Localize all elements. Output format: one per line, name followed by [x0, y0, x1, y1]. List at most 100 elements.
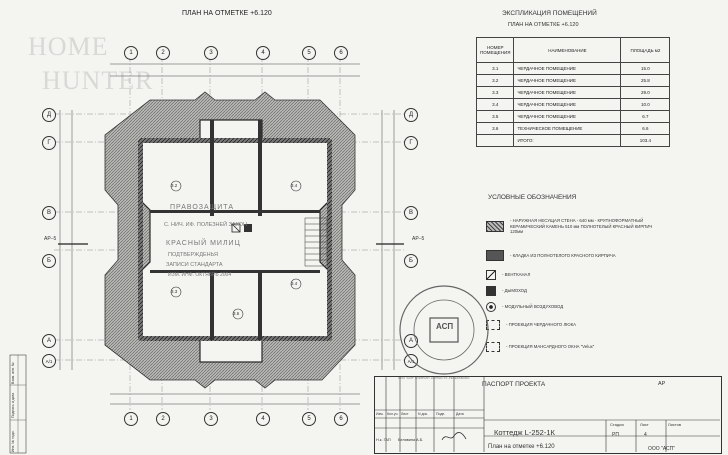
overlay-text: ПОДТВЕРЖДЕНЬЯ: [168, 252, 218, 258]
chimney-icon: [486, 286, 496, 296]
legend-item: - ПРОЕКЦИЯ ЧЕРДАЧНОГО ЛЮКА: [486, 320, 656, 330]
hatched-wall-swatch: [486, 220, 504, 232]
project-name: Коттедж L-252-1К: [494, 428, 555, 437]
attic-hatch-icon: [486, 320, 500, 330]
overlay-text: С. НИЧ. ИФ. ПОЛЕЗНЕЙ ЗАКОН: [164, 222, 248, 228]
axis-bubble-bottom-6: 6: [334, 412, 348, 426]
cell-area: 10.0: [620, 98, 671, 111]
cell-area: 103.4: [620, 134, 671, 147]
side-stamp-label: Подпись и дата: [11, 392, 15, 418]
side-stamp-label: Взам. инв. №: [11, 362, 15, 384]
table-row-total: ИТОГО:103.4: [475, 134, 671, 147]
watermark-home: HOME: [28, 32, 109, 61]
legend-text: - НАРУЖНАЯ НЕСУЩАЯ СТЕНА - 640 мм - КРУП…: [510, 218, 653, 234]
explication-title: ЭКСПЛИКАЦИЯ ПОМЕЩЕНИЙ: [502, 10, 597, 17]
floor-plan-drawing: [9, 56, 404, 454]
axis-bubble-top-6: 6: [334, 46, 348, 60]
vent-channel-icon: [486, 270, 496, 280]
roof-window-icon: [486, 342, 500, 352]
stage-header: Листов: [668, 422, 681, 427]
cell-num: 3.1: [475, 62, 515, 75]
col-header: Подп.: [436, 412, 446, 416]
col-header: Лист: [401, 412, 409, 416]
cell-area: 25.8: [620, 74, 671, 87]
axis-bubble-bottom-5: 5: [302, 412, 316, 426]
header-cell: ПЛОЩАДЬ м2: [620, 37, 671, 63]
legend-text: - ПРОЕКЦИЯ МАНСАРДНОГО ОКНА "Velux": [506, 344, 595, 350]
overlay-text: ПРАВОЗАЩИТА: [170, 204, 234, 211]
overlay-text: КРАСНЫЙ МИЛИЦ: [166, 240, 241, 247]
cell-num: 3.6: [475, 122, 515, 135]
axis-bubble-right-a1: А/1: [404, 354, 418, 368]
stage-value: РП: [612, 432, 619, 438]
cell-area: 6.6: [620, 122, 671, 135]
col-header: Дата: [456, 412, 464, 416]
company-seal-icon: [399, 285, 489, 375]
cell-num: 3.5: [475, 110, 515, 123]
col-header: Изм.: [376, 412, 384, 416]
plan-title: ПЛАН НА ОТМЕТКЕ +6.120: [182, 10, 272, 17]
axis-bubble-right-v: В: [404, 206, 418, 220]
cell-area: 29.0: [620, 86, 671, 99]
cell-num: 3.2: [475, 74, 515, 87]
cell-name: ЧЕРДАЧНОЕ ПОМЕЩЕНИЕ: [513, 110, 622, 123]
axis-bubble-left-a1: А/1: [42, 354, 56, 368]
stage-header: Стадия: [610, 422, 624, 427]
cell-name: ЧЕРДАЧНОЕ ПОМЕЩЕНИЕ: [513, 86, 622, 99]
axis-bubble-bottom-3: 3: [204, 412, 218, 426]
axis-bubble-left-v: В: [42, 206, 56, 220]
gip-name: Белявина А.Б.: [398, 438, 424, 442]
air-duct-icon: [486, 302, 496, 312]
cell-num: [475, 134, 515, 147]
axis-bubble-top-2: 2: [156, 46, 170, 60]
header-cell: НАИМЕНОВАНИЕ: [513, 37, 622, 63]
axis-bubble-left-g: Г: [42, 136, 56, 150]
legend-item: - ВЕНТКАНАЛ: [486, 270, 652, 280]
cell-name: ЧЕРДАЧНОЕ ПОМЕЩЕНИЕ: [513, 62, 622, 75]
room-tag: 3.2: [171, 183, 178, 188]
overlay-text: ИЗМ. ИНФ. ОКТЯБРЬ 2004: [168, 272, 232, 278]
cell-name: ЧЕРДАЧНОЕ ПОМЕЩЕНИЕ: [513, 74, 622, 87]
title-block-grid: [374, 376, 720, 452]
room-tag: 3.4: [291, 183, 298, 188]
axis-bubble-left-b: Б: [42, 254, 56, 268]
stage-value: 4: [644, 432, 647, 438]
axis-bubble-right-b: Б: [404, 254, 418, 268]
cell-name: ЧЕРДАЧНОЕ ПОМЕЩЕНИЕ: [513, 98, 622, 111]
explication-header-row: НОМЕР ПОМЕЩЕНИЯ НАИМЕНОВАНИЕ ПЛОЩАДЬ м2: [475, 37, 671, 63]
header-cell: НОМЕР ПОМЕЩЕНИЯ: [475, 37, 515, 63]
legend-text: - МОДУЛЬНЫЙ ВОЗДУХОВОД: [502, 304, 564, 310]
axis-bubble-top-5: 5: [302, 46, 316, 60]
col-header: Кол.уч.: [387, 412, 399, 416]
section-label-left: АР–5: [44, 236, 57, 242]
stage-header: Лист: [640, 422, 649, 427]
legend-item: - ДЫМОХОД: [486, 286, 652, 296]
cell-num: 3.4: [475, 98, 515, 111]
axis-bubble-bottom-4: 4: [256, 412, 270, 426]
axis-bubble-right-d: Д: [404, 108, 418, 122]
cell-name: ТЕХНИЧЕСКОЕ ПОМЕЩЕНИЕ: [513, 122, 622, 135]
title-block: [374, 376, 722, 454]
axis-bubble-left-a: А: [42, 334, 56, 348]
company-name: ООО "АСП": [648, 446, 676, 452]
cell-name: ИТОГО:: [513, 134, 622, 147]
legend-item: - ПРОЕКЦИЯ МАНСАРДНОГО ОКНА "Velux": [486, 342, 656, 352]
sheet-code: АР: [658, 381, 666, 387]
explication-subtitle: ПЛАН НА ОТМЕТКЕ +6.120: [508, 22, 579, 28]
col-header: N док.: [418, 412, 428, 416]
cell-num: 3.3: [475, 86, 515, 99]
axis-bubble-right-a: А: [404, 334, 418, 348]
axis-bubble-bottom-2: 2: [156, 412, 170, 426]
cell-area: 6.7: [620, 110, 671, 123]
explication-table: НОМЕР ПОМЕЩЕНИЯ НАИМЕНОВАНИЕ ПЛОЩАДЬ м2 …: [475, 37, 671, 147]
gip-label: Н.к. ГАП: [376, 438, 391, 442]
axis-bubble-top-3: 3: [204, 46, 218, 60]
axis-bubble-left-d: Д: [42, 108, 56, 122]
